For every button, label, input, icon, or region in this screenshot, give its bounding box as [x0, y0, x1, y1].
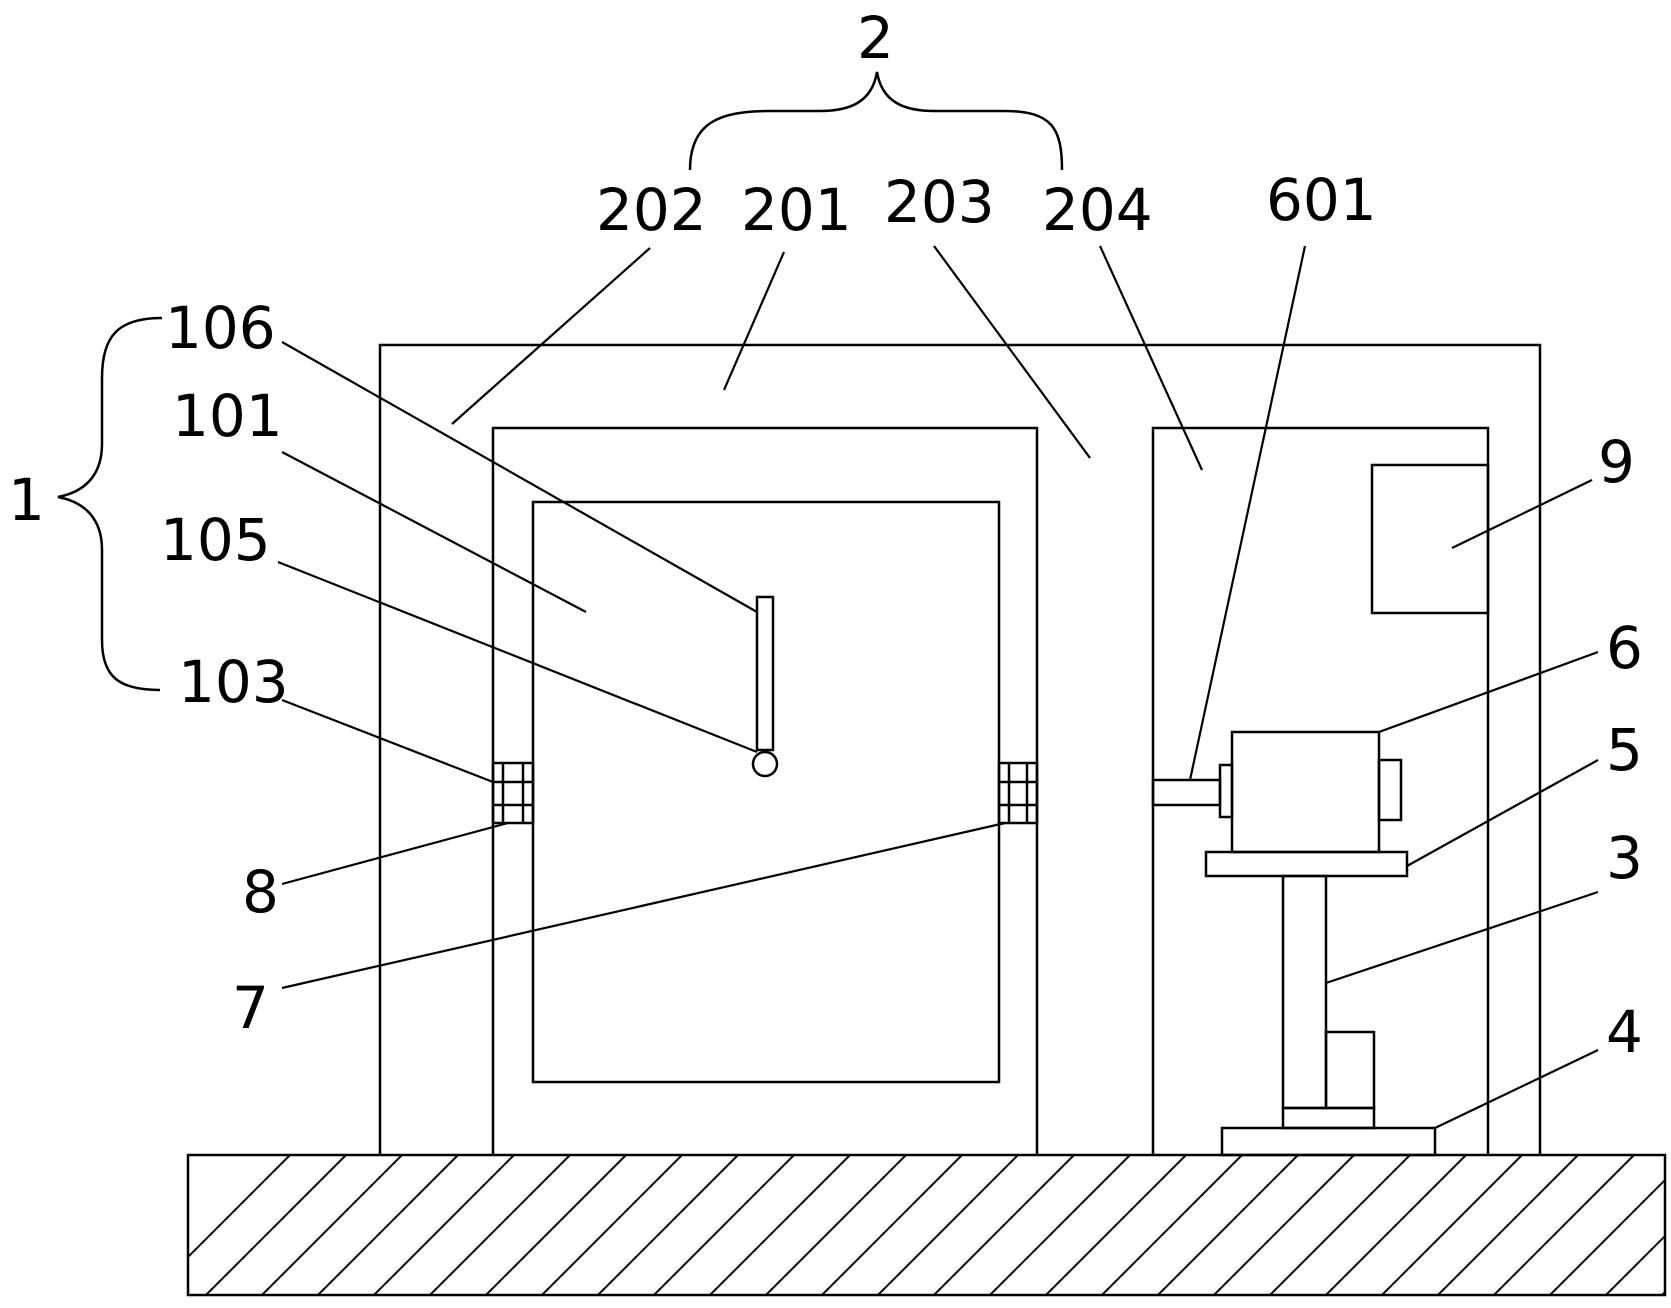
leader-201	[722, 251, 786, 391]
hatch-line	[1157, 1155, 1299, 1295]
label-204: 204	[1042, 176, 1153, 244]
brace-group-2	[688, 71, 1064, 171]
hatch-line	[821, 1155, 963, 1295]
hatch-line	[373, 1155, 515, 1295]
leader-8	[281, 821, 509, 886]
leader-106	[281, 341, 758, 613]
motor-shaft	[1151, 778, 1222, 807]
label-6: 6	[1606, 614, 1643, 682]
hatch-line	[989, 1155, 1131, 1295]
hatch-line	[765, 1155, 907, 1295]
hatch-line	[1437, 1155, 1579, 1295]
leader-203	[933, 245, 1091, 459]
leader-4	[1434, 1049, 1599, 1129]
hatch-line	[709, 1155, 851, 1295]
label-201: 201	[741, 176, 852, 244]
hatch-line	[317, 1155, 459, 1295]
leader-103	[281, 698, 494, 784]
hatch-line	[653, 1155, 795, 1295]
leader-7	[281, 821, 1006, 990]
brace-group-1	[57, 316, 163, 692]
hatch-line	[1213, 1155, 1355, 1295]
rod-ball	[751, 750, 779, 778]
support-column	[1281, 874, 1376, 1130]
label-203: 203	[884, 168, 995, 236]
hatch-line	[1549, 1178, 1665, 1295]
inner-box	[531, 500, 1001, 1084]
hatch-line	[1269, 1155, 1411, 1295]
leader-6	[1378, 650, 1599, 734]
column-foot	[1220, 1126, 1437, 1157]
label-9: 9	[1598, 428, 1635, 496]
base-plate	[186, 1153, 1667, 1297]
hatch-line	[541, 1155, 683, 1295]
label-5: 5	[1606, 716, 1643, 784]
hatch-line	[597, 1155, 739, 1295]
label-601: 601	[1266, 166, 1377, 234]
leader-601	[1188, 245, 1307, 781]
hatch-line	[1493, 1155, 1635, 1295]
hatch-line	[485, 1155, 627, 1295]
label-101: 101	[172, 382, 283, 450]
leader-3	[1325, 890, 1599, 985]
right-chamber	[1151, 426, 1490, 1155]
left-chamber	[491, 426, 1039, 1155]
outer-housing-frame	[378, 343, 1542, 1155]
hatch-line	[877, 1155, 1019, 1295]
motor	[1151, 730, 1403, 854]
hatch-line	[1045, 1155, 1187, 1295]
label-3: 3	[1606, 824, 1643, 892]
label-103: 103	[178, 648, 289, 716]
hatch-line	[1101, 1155, 1243, 1295]
stirring-rod	[755, 595, 775, 752]
label-4: 4	[1606, 998, 1643, 1066]
label-2: 2	[857, 4, 894, 72]
hatch-line	[1605, 1234, 1665, 1295]
hatch-line	[933, 1155, 1075, 1295]
controller-box	[1370, 463, 1490, 615]
motor-plate	[1204, 850, 1409, 878]
label-202: 202	[596, 176, 707, 244]
leader-202	[451, 247, 651, 425]
hatch-line	[188, 1155, 291, 1259]
left-bracket-block	[491, 761, 535, 825]
label-106: 106	[165, 294, 276, 362]
leader-204	[1098, 245, 1204, 471]
hatch-line	[261, 1155, 403, 1295]
leader-5	[1406, 759, 1599, 867]
label-105: 105	[160, 506, 271, 574]
label-7: 7	[232, 974, 269, 1042]
label-8: 8	[242, 858, 279, 926]
leader-105	[277, 560, 758, 754]
hatch-line	[1325, 1155, 1467, 1295]
leader-9	[1451, 479, 1593, 549]
hatch-line	[1661, 1290, 1665, 1295]
hatch-line	[205, 1155, 347, 1295]
base-hatching	[188, 1155, 1665, 1295]
hatch-line	[1381, 1155, 1523, 1295]
label-1: 1	[8, 466, 45, 534]
hatch-line	[429, 1155, 571, 1295]
right-bracket-block	[997, 761, 1039, 825]
leader-101	[281, 451, 587, 613]
